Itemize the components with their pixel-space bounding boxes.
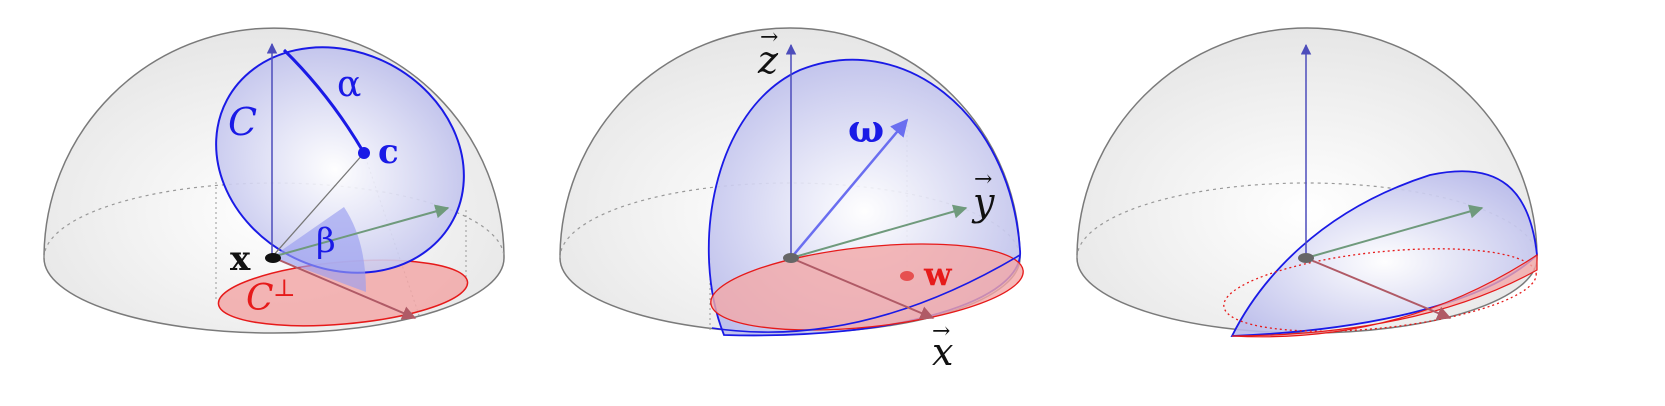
spherical-cap: [1230, 170, 1538, 337]
y-axis: [271, 204, 450, 258]
perp-superscript: ⊥: [273, 274, 296, 302]
cap-rim-bottom: [711, 254, 1021, 333]
x-axis: [1305, 257, 1452, 320]
center-line: [271, 152, 365, 258]
perp-disc-outline: [1223, 248, 1537, 332]
base-point: [265, 253, 281, 263]
panel-3: [1076, 27, 1538, 338]
alpha-label: α: [337, 64, 361, 105]
y-axis: [790, 204, 968, 259]
y-arrow: →: [974, 167, 992, 192]
perp-disc-visible: [1231, 253, 1538, 338]
z-label: z: [757, 38, 779, 82]
y-axis: [1305, 204, 1484, 259]
x-arrow: →: [932, 319, 950, 344]
panel-1: C α c x β C ⊥: [43, 27, 505, 334]
panel-2: z → y → x → ω w: [559, 25, 1024, 374]
x-label: x: [932, 330, 953, 374]
equator-back-dotted: [43, 182, 505, 259]
alpha-arc: [282, 48, 366, 154]
beta-label: β: [316, 221, 336, 261]
z-arrow: →: [760, 25, 778, 50]
perp-label: C: [246, 278, 274, 319]
y-label: y: [971, 180, 995, 224]
origin-point: [1298, 253, 1314, 263]
origin-point: [783, 253, 799, 263]
point-label: x: [230, 239, 251, 279]
w-label: w: [923, 255, 953, 293]
x-axis: [271, 256, 417, 320]
perp-disc: [710, 243, 1024, 331]
center-point: [358, 147, 370, 159]
beta-wedge: [272, 207, 366, 292]
center-label: c: [378, 132, 399, 172]
cap-label: C: [228, 100, 257, 144]
omega-label: ω: [848, 106, 884, 151]
omega-vector: [790, 118, 909, 259]
w-point: [900, 271, 914, 281]
x-axis: [790, 257, 935, 320]
